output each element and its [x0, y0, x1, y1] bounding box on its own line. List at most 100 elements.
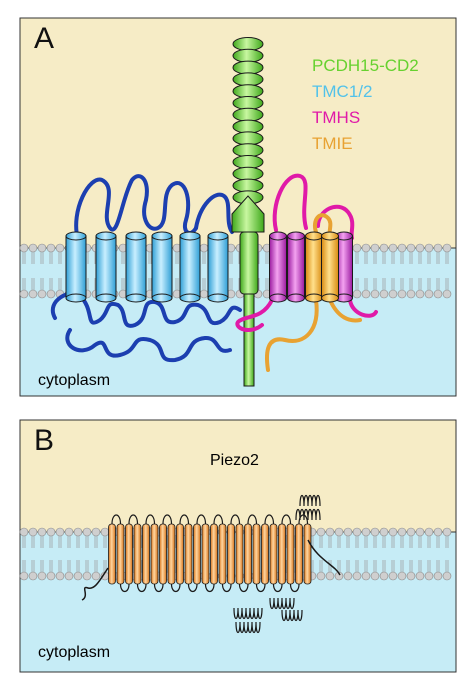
lipid-head	[55, 243, 65, 253]
lipid-head	[370, 289, 380, 299]
lipid-head	[361, 289, 371, 299]
lipid-head	[28, 527, 38, 537]
tmie-helix-cap	[321, 231, 339, 241]
lipid-head	[46, 527, 56, 537]
pcdh15-cd2-domain	[232, 119, 264, 134]
piezo2-helices	[108, 514, 312, 593]
lipid-head	[379, 527, 389, 537]
piezo2-coil	[233, 607, 263, 620]
tmie-helix-base	[305, 293, 323, 303]
panel-b-cytoplasm-label: cytoplasm	[38, 644, 111, 661]
lipid-head	[334, 571, 344, 581]
lipid-head	[316, 571, 326, 581]
lipid-head	[91, 527, 101, 537]
piezo2-loop	[187, 583, 198, 593]
tmhs-helix	[287, 235, 305, 299]
tmc-helix-cap	[95, 231, 117, 241]
tmc-helix-cap	[65, 231, 87, 241]
piezo2-helix	[278, 523, 286, 585]
piezo2-coil	[235, 621, 261, 634]
tmc-helix-base	[95, 293, 117, 303]
lipid-head	[19, 527, 29, 537]
lipid-head	[442, 243, 452, 253]
lipid-head	[424, 571, 434, 581]
tmie-helix-cap	[305, 231, 323, 241]
piezo2-loop	[281, 514, 292, 525]
panel-b-letter: B	[34, 424, 55, 457]
lipid-head	[361, 571, 371, 581]
piezo2-coil	[281, 609, 303, 622]
lipid-head	[64, 527, 74, 537]
piezo2-loop	[272, 583, 283, 593]
lipid-head	[442, 571, 452, 581]
lipid-head	[28, 289, 38, 299]
piezo2-helix	[227, 523, 235, 585]
lipid-head	[82, 527, 92, 537]
piezo2-helix	[159, 523, 167, 585]
lipid-head	[46, 571, 56, 581]
piezo2-loop	[111, 514, 122, 525]
tmc-helix-cap	[125, 231, 147, 241]
tmhs-helix-base	[269, 293, 287, 303]
lipid-head	[388, 243, 398, 253]
piezo2-loop	[204, 583, 215, 593]
piezo2-loop	[196, 514, 207, 525]
pcdh15-cd2-transmembrane	[239, 231, 259, 295]
piezo2-helix	[218, 523, 227, 585]
pcdh15-cd2-domain	[232, 166, 264, 181]
lipid-head	[370, 243, 380, 253]
pcdh15-cd2-domain	[232, 178, 264, 193]
tmc-helix-base	[207, 293, 229, 303]
piezo2-helix	[176, 523, 184, 585]
tmc-helix-base	[65, 293, 87, 303]
piezo2-helix	[244, 523, 252, 585]
lipid-head	[397, 243, 407, 253]
piezo2-helix	[108, 523, 116, 585]
lipid-head	[424, 243, 434, 253]
piezo2-helix	[201, 523, 210, 585]
lipid-head	[379, 571, 389, 581]
lipid-head	[55, 527, 65, 537]
lipid-head	[352, 289, 362, 299]
pcdh15-cd2-domain	[232, 143, 264, 158]
lipid-head	[406, 243, 416, 253]
lipid-head	[433, 289, 443, 299]
lipid-head	[388, 289, 398, 299]
pcdh15-cd2-stem-bulb	[231, 195, 265, 233]
piezo2-termini	[81, 539, 341, 601]
lipid-head	[325, 527, 335, 537]
lipid-head	[406, 571, 416, 581]
pcdh15-cd2-domain	[232, 72, 264, 87]
piezo2-loop	[264, 514, 275, 525]
lipid-head	[433, 571, 443, 581]
pcdh15-cd2-domain	[232, 84, 264, 99]
lipid-head	[352, 243, 362, 253]
lipid-head	[73, 571, 83, 581]
tmc1-2-helices	[65, 231, 229, 303]
lipid-head	[442, 289, 452, 299]
pcdh15-cd2-domain	[232, 107, 264, 122]
piezo2-loop	[162, 514, 173, 525]
piezo2-loop	[153, 583, 164, 593]
piezo2-label: Piezo2	[210, 452, 259, 469]
lipid-head	[361, 527, 371, 537]
lipid-head	[388, 571, 398, 581]
lipid-head	[388, 527, 398, 537]
pcdh15-cd2-domain	[232, 96, 264, 110]
tmhs-helices	[269, 231, 353, 303]
piezo2-helix	[295, 523, 303, 585]
piezo2-loop	[247, 514, 258, 525]
piezo2-coil	[269, 597, 295, 610]
piezo2-helix	[116, 523, 125, 585]
lipid-head	[424, 289, 434, 299]
lipid-head	[406, 527, 416, 537]
piezo2-loop	[145, 514, 156, 525]
tmhs-helix-cap	[287, 231, 305, 241]
lipid-head	[19, 571, 29, 581]
lipid-head	[379, 289, 389, 299]
piezo2-loop	[289, 583, 300, 593]
lipid-head	[199, 243, 209, 253]
tmie-helix-base	[321, 293, 339, 303]
piezo2-loop	[238, 583, 249, 593]
lipid-head	[28, 571, 38, 581]
